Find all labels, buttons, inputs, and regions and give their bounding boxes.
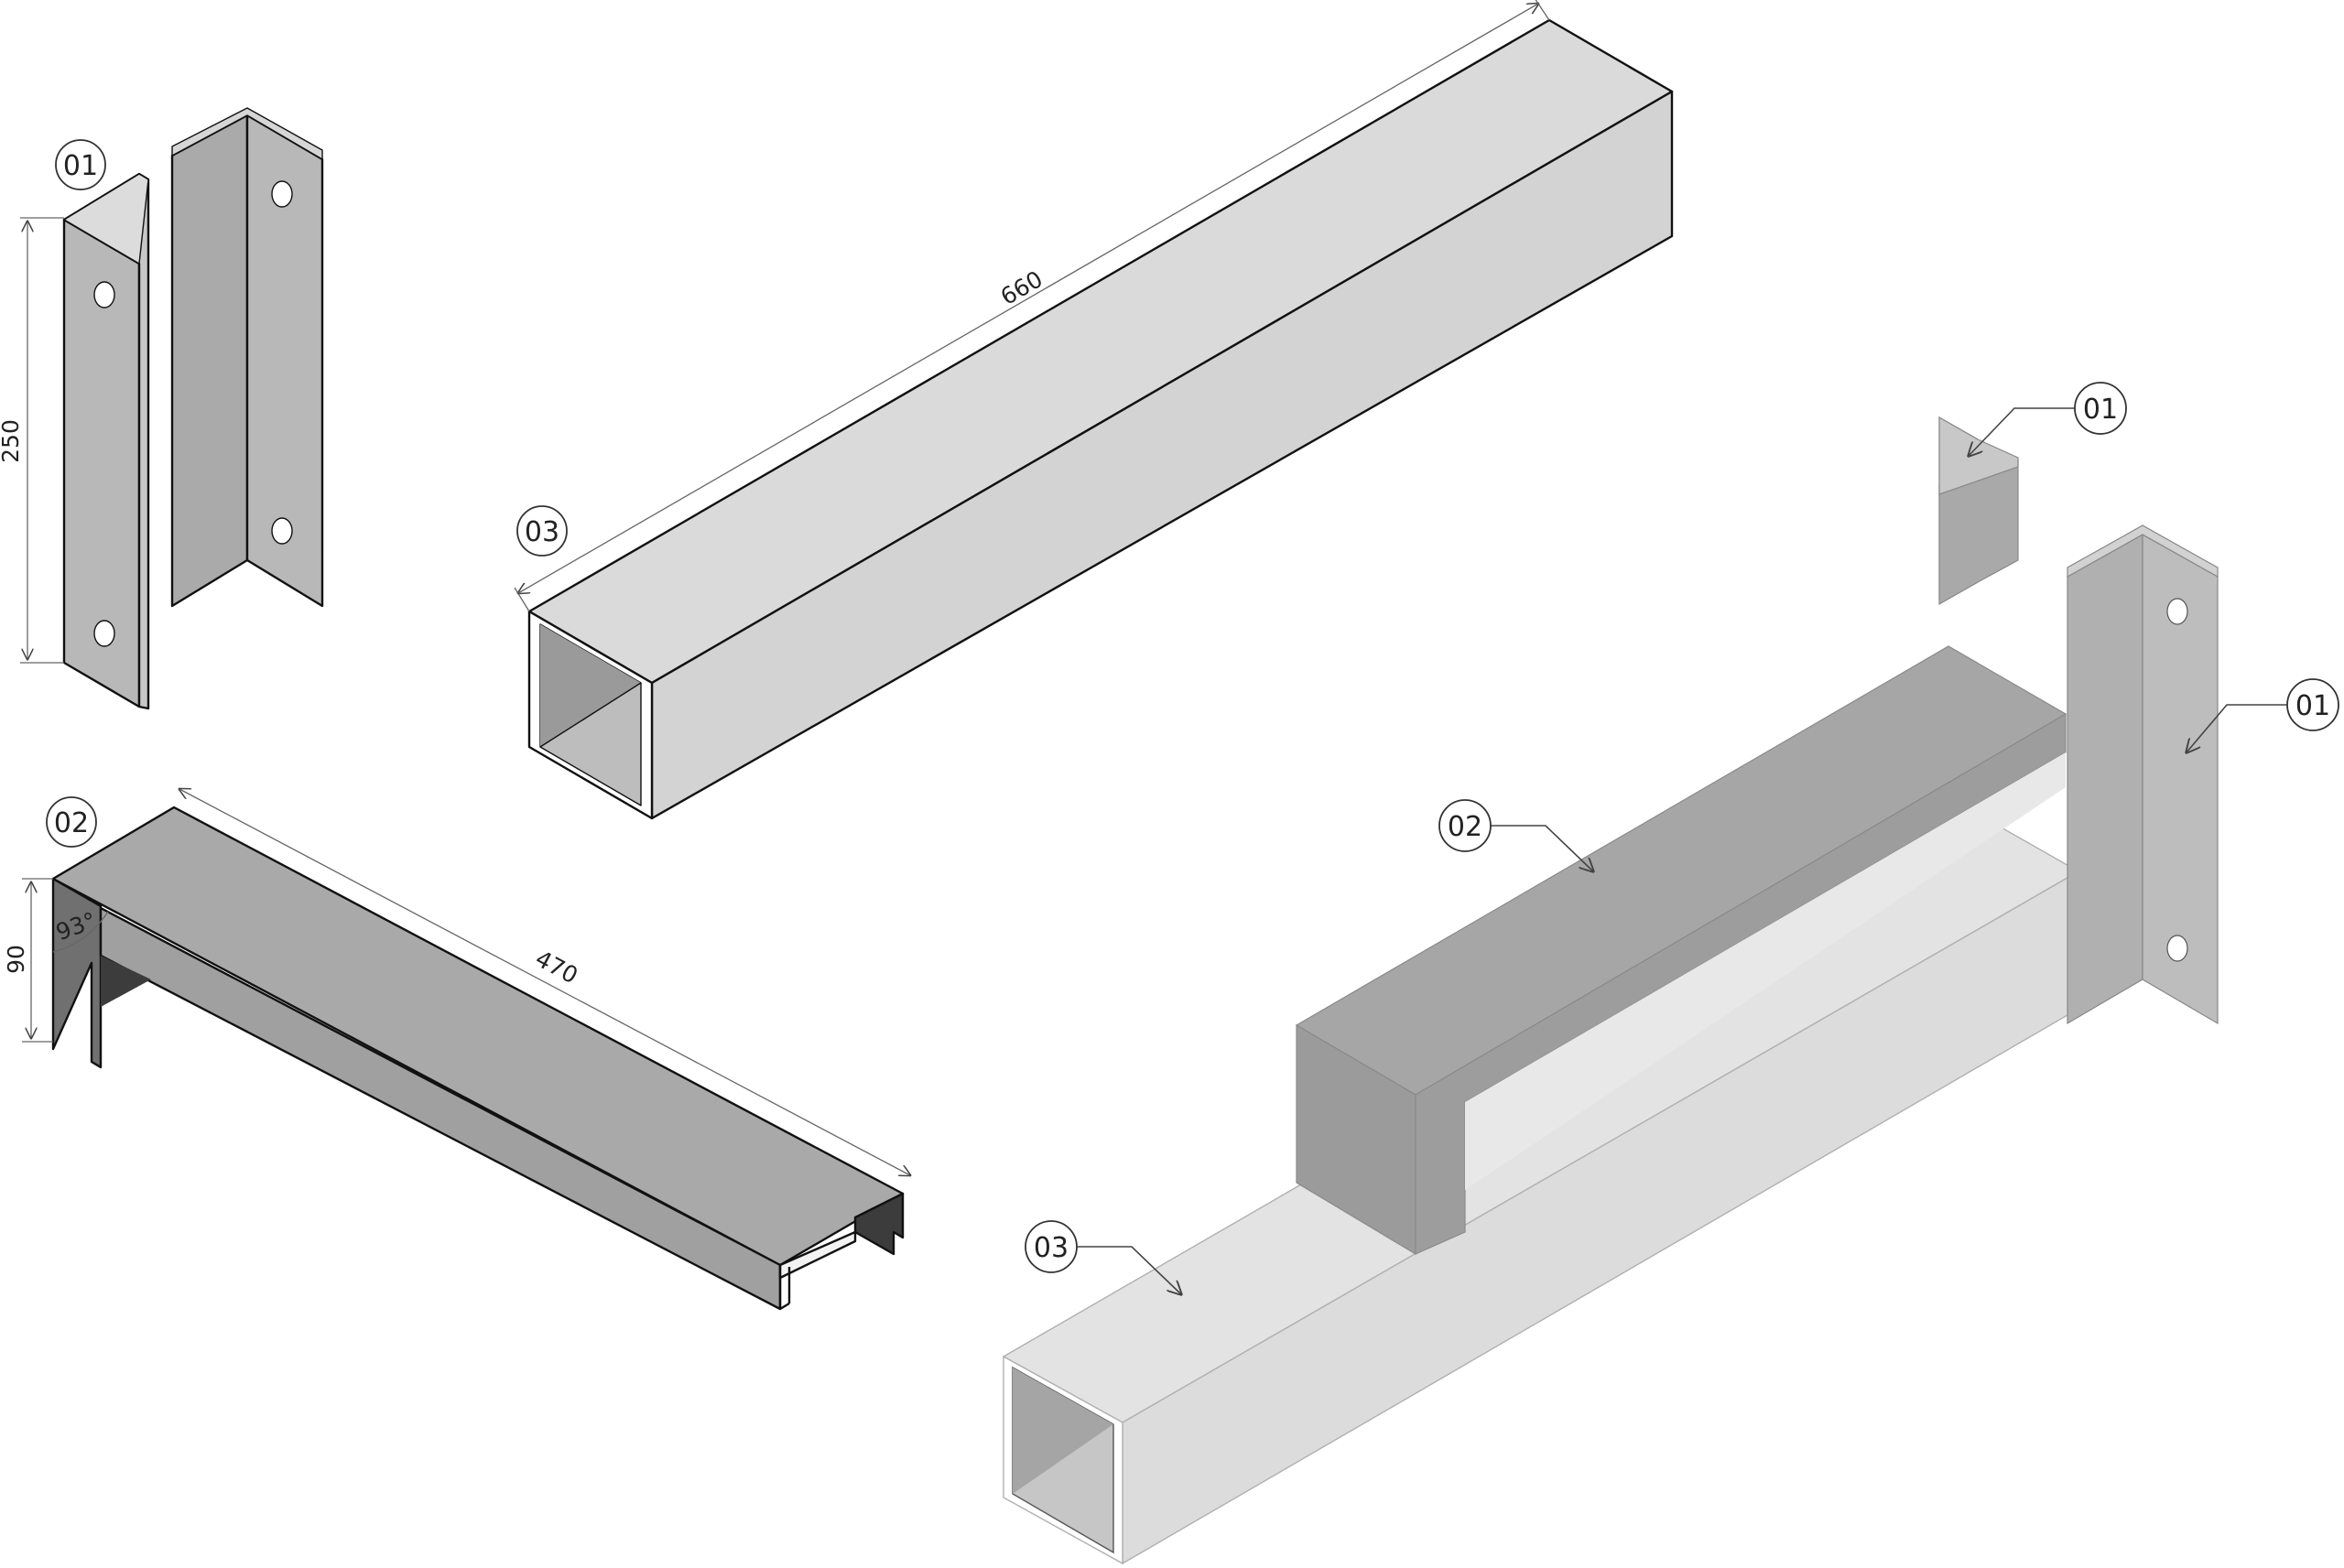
svg-text:03: 03 [525, 516, 559, 548]
tag-02-left: 02 [46, 796, 97, 848]
channel-inner [101, 956, 151, 1007]
assembly-bracket-front-a [2067, 533, 2143, 1025]
assembly-tube-inner-shade [1013, 1368, 1113, 1494]
bracket-right-face-a [170, 114, 249, 608]
svg-text:03: 03 [1034, 1232, 1069, 1264]
tag-01-top-left: 01 [55, 139, 106, 190]
bracket-hole [93, 620, 115, 647]
tube-03-top [527, 18, 1674, 820]
tube-inner-shade [540, 624, 641, 747]
bracket-01-right [170, 107, 324, 608]
dimension-470: 470 [531, 945, 582, 989]
bracket-left-top [63, 173, 149, 265]
svg-text:01: 01 [2083, 394, 2118, 426]
bracket-right-top [171, 107, 323, 160]
dimension-660: 660 [996, 265, 1047, 310]
assembly [1002, 416, 2219, 1565]
svg-text:02: 02 [54, 807, 89, 839]
tag-03-top: 03 [516, 505, 568, 557]
dimension-250: 250 [0, 419, 24, 463]
bracket-hole [93, 281, 115, 308]
dimension-90: 90 [3, 945, 29, 974]
assembly-bracket-front-top [2067, 524, 2219, 579]
dimension-channel-height: 90 [3, 878, 53, 1043]
bracket-hole [271, 517, 293, 545]
bracket-hole [2166, 935, 2188, 962]
assembly-channel-inner [1465, 752, 2066, 1190]
channel-end [51, 877, 103, 1069]
svg-text:01: 01 [2295, 690, 2330, 722]
bracket-hole [271, 180, 293, 208]
svg-text:01: 01 [63, 150, 98, 182]
channel-top-face [51, 806, 905, 1267]
svg-text:02: 02 [1448, 811, 1482, 843]
tag-03-assembly: 03 [1025, 1220, 1181, 1294]
dimension-bracket-height: 250 [0, 217, 64, 664]
tag-02-assembly: 02 [1438, 799, 1593, 871]
tag-01-assembly-right: 01 [2187, 678, 2339, 752]
tag-01-assembly-top: 01 [1969, 382, 2127, 456]
bracket-hole [2166, 598, 2188, 625]
tube-top-face [527, 18, 1674, 685]
channel-02 [51, 806, 905, 1311]
bracket-01-left [62, 172, 150, 710]
